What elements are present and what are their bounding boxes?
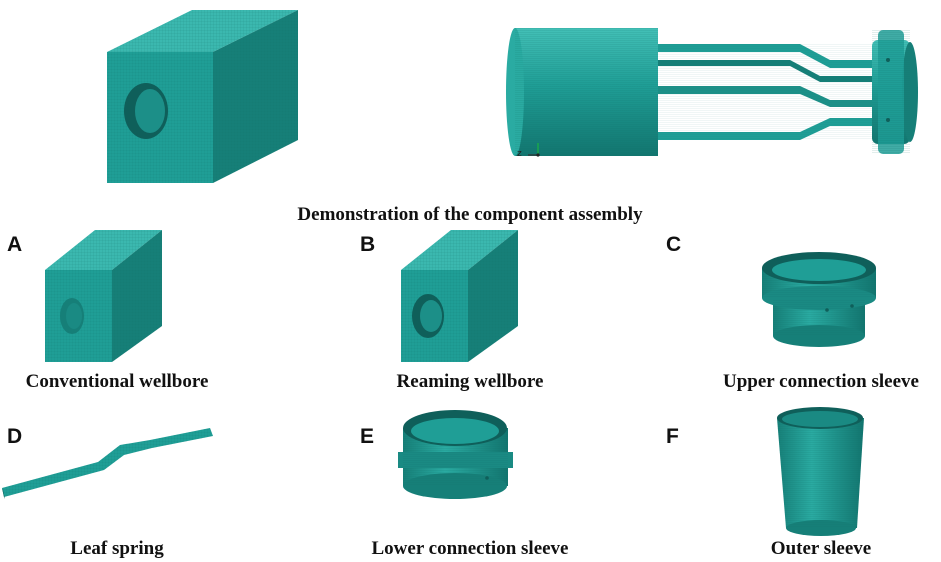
panel-letter-a: A bbox=[7, 233, 23, 256]
panel-letter-e: E bbox=[360, 425, 375, 448]
panel-caption-e: Lower connection sleeve bbox=[371, 538, 569, 559]
panel-letter-f: F bbox=[666, 425, 679, 448]
panel-f-outer-sleeve bbox=[777, 407, 864, 536]
panel-letter-c: C bbox=[666, 233, 682, 256]
panel-caption-c: Upper connection sleeve bbox=[723, 371, 919, 392]
panel-caption-b: Reaming wellbore bbox=[396, 371, 544, 392]
axis-triad bbox=[528, 143, 540, 157]
panel-letter-d: D bbox=[7, 425, 23, 448]
assembly-caption: Demonstration of the component assembly bbox=[297, 204, 643, 225]
panel-e-lower-connection-sleeve bbox=[398, 410, 513, 499]
panel-caption-a: Conventional wellbore bbox=[25, 371, 209, 392]
panel-letter-b: B bbox=[360, 233, 376, 256]
panel-caption-f: Outer sleeve bbox=[770, 538, 872, 559]
panel-caption-d: Leaf spring bbox=[70, 538, 164, 559]
assembly-wellbore-block bbox=[107, 10, 298, 183]
axis-z-label: z bbox=[517, 149, 522, 159]
panel-b-reaming-wellbore bbox=[401, 230, 518, 362]
panel-a-conventional-wellbore bbox=[45, 230, 162, 362]
assembly-centralizer bbox=[506, 28, 918, 156]
panel-d-leaf-spring bbox=[2, 428, 213, 499]
panel-c-upper-connection-sleeve bbox=[762, 252, 876, 347]
